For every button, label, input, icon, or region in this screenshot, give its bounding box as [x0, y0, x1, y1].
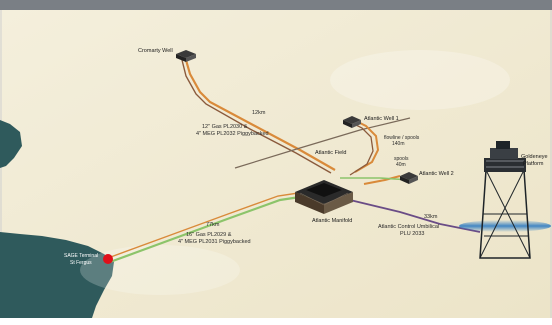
atlantic-well-2-icon	[400, 172, 418, 184]
umbilical-line1: Atlantic Control Umbilical	[378, 224, 439, 230]
sage-pipe-line2: 4" MEG PL2031 Piggybacked	[178, 239, 251, 245]
atlantic-field-label: Atlantic Field	[315, 150, 347, 156]
sage-pipe-line1: 16" Gas PL2029 &	[186, 232, 232, 238]
cromarty-well-label: Cromarty Well	[138, 48, 173, 54]
texture-blob	[330, 50, 510, 110]
pipeline-cromarty-brown	[181, 59, 332, 174]
atlantic-well-1-icon	[343, 116, 361, 128]
flowline-line2: 140m	[392, 141, 405, 147]
spools-line2: 40m	[396, 162, 406, 168]
cromarty-pipe-line1: 12" Gas PL2030 &	[202, 124, 248, 130]
texture-blob	[80, 245, 240, 295]
top-bar	[0, 0, 552, 10]
goldeneye-platform-icon	[459, 141, 551, 259]
atlantic-manifold-icon	[295, 180, 353, 214]
atlantic-well-1-label: Atlantic Well 1	[364, 116, 399, 122]
sea-lower-left	[0, 232, 114, 318]
flowline-well-1	[354, 121, 380, 173]
spools-well-2	[363, 175, 401, 185]
pipeline-field-cross	[234, 117, 411, 169]
cromarty-pipe-line2: 4" MEG PL2032 Piggybacked	[196, 131, 269, 137]
flowline-well-1-inner	[349, 123, 374, 176]
pipeline-sage-orange	[107, 189, 319, 259]
pipeline-sage-green	[109, 192, 321, 264]
atlantic-well-2-label: Atlantic Well 2	[419, 171, 454, 177]
umbilical-distance: 33km	[424, 214, 438, 220]
sage-terminal-label-line2: St Fergus	[70, 260, 92, 266]
goldeneye-label-line1: Goldeneye	[521, 154, 548, 160]
umbilical-purple	[349, 199, 481, 233]
flowline-line1: flowline / spools	[384, 135, 420, 141]
sage-terminal-label-line1: SAGE Terminal	[64, 253, 98, 259]
umbilical-line2: PLU 2033	[400, 231, 424, 237]
pipeline-cromarty-orange	[184, 59, 336, 171]
bottom-strip	[0, 318, 552, 325]
cromarty-distance: 12km	[252, 110, 266, 116]
sage-distance: 77km	[206, 222, 220, 228]
cromarty-well-icon	[176, 50, 196, 62]
sea-left-upper	[0, 120, 22, 168]
sage-terminal-marker	[103, 254, 113, 264]
goldeneye-label-line2: Platform	[523, 161, 544, 167]
spools-line1: spools	[394, 156, 409, 162]
atlantic-manifold-label: Atlantic Manifold	[312, 218, 352, 224]
